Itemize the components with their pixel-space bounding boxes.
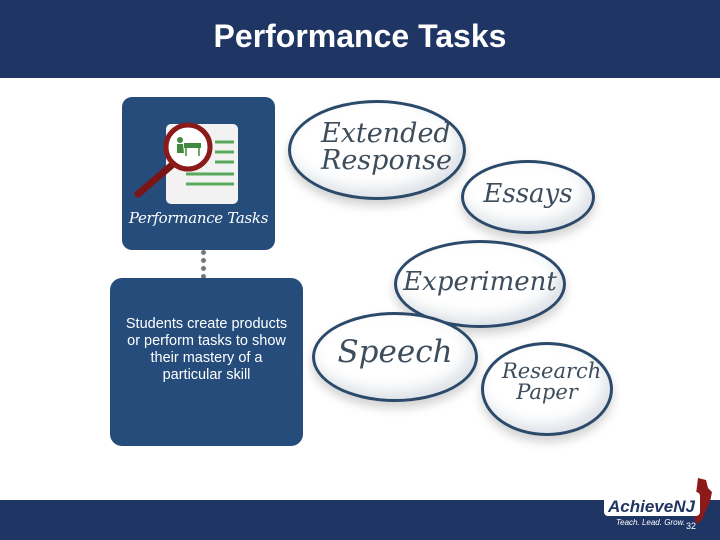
essays-bubble: Essays xyxy=(461,160,595,234)
svg-text:AchieveNJ: AchieveNJ xyxy=(607,497,695,516)
speech-bubble: Speech xyxy=(312,312,478,402)
page-number: 32 xyxy=(685,521,696,531)
description-card: Students create products or perform task… xyxy=(110,278,303,446)
research-paper-label: Research Paper xyxy=(502,359,602,404)
experiment-bubble: Experiment xyxy=(394,240,566,328)
experiment-label: Experiment xyxy=(403,267,557,297)
essays-label: Essays xyxy=(483,179,573,209)
extended-response-label: Extended Response xyxy=(321,118,452,176)
svg-text:Teach. Lead. Grow.: Teach. Lead. Grow. xyxy=(616,518,685,527)
description-text: Students create products or perform task… xyxy=(125,316,288,383)
achievenj-logo: AchieveNJ Teach. Lead. Grow. xyxy=(604,478,712,527)
extended-response-bubble: Extended Response xyxy=(288,100,466,200)
performance-tasks-card: Performance Tasks xyxy=(122,97,275,250)
magnifier-document-icon xyxy=(134,122,238,204)
speech-label: Speech xyxy=(337,334,453,370)
dotted-connector xyxy=(201,250,206,279)
card-caption: Performance Tasks xyxy=(128,209,269,227)
footer-bar xyxy=(0,500,720,540)
header-bar: Performance Tasks xyxy=(0,0,720,78)
slide-title: Performance Tasks xyxy=(213,18,507,54)
research-paper-bubble: Research Paper xyxy=(481,342,613,436)
